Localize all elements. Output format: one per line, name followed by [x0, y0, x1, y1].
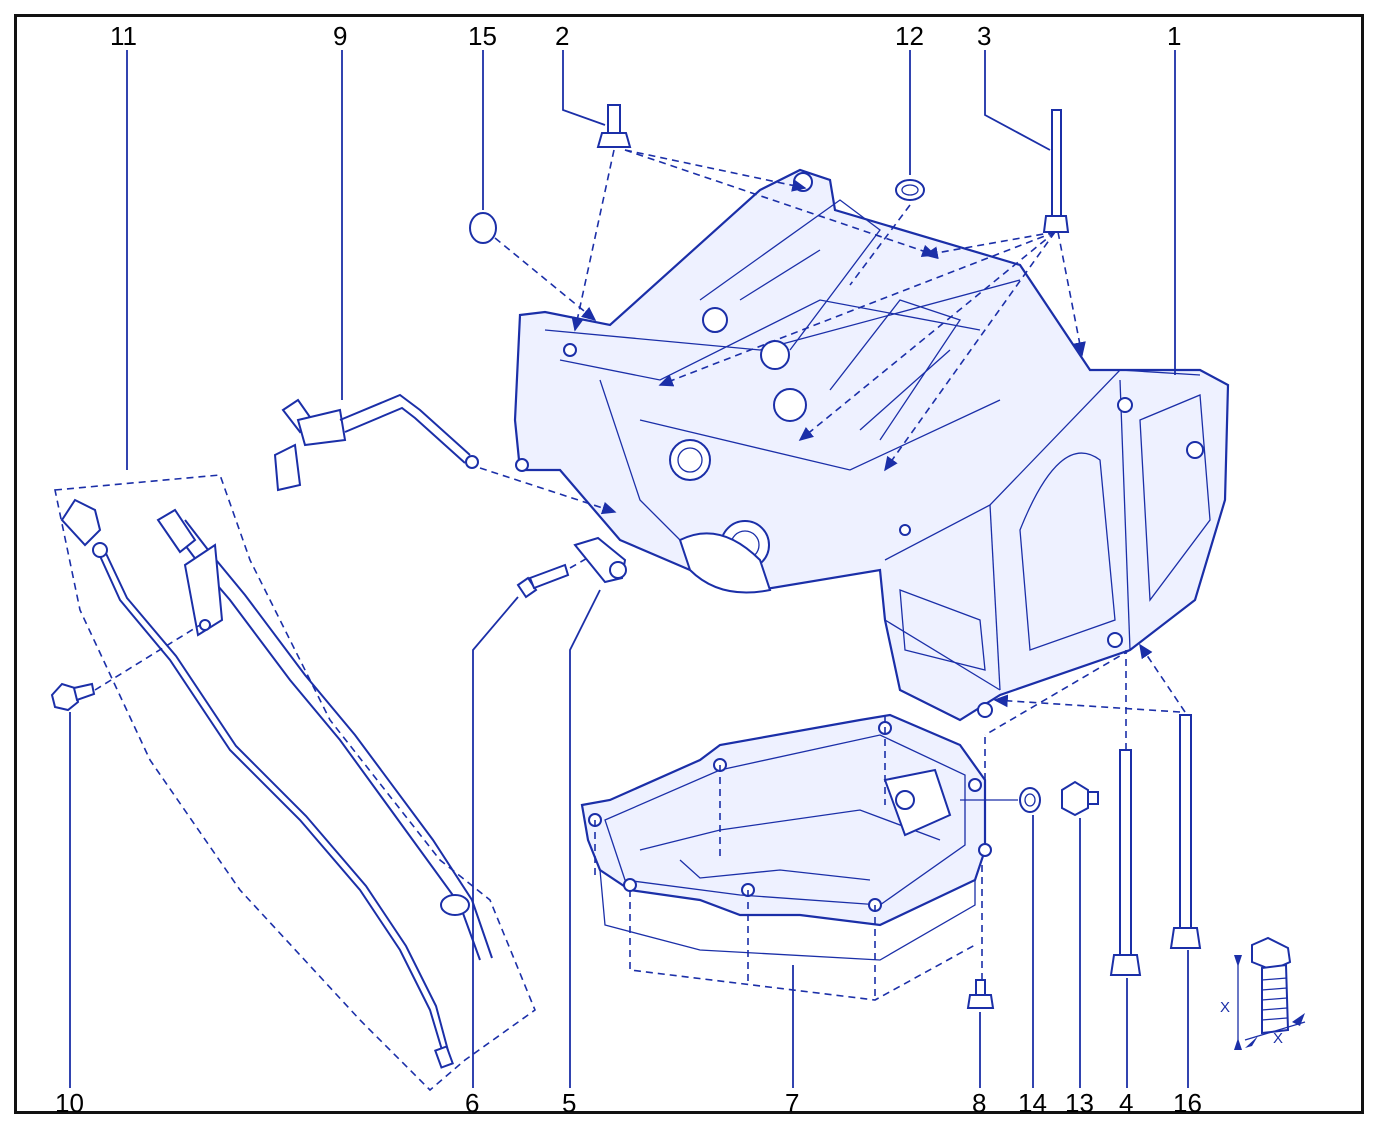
callout-16: 16 — [1173, 1088, 1202, 1118]
callout-3: 3 — [977, 21, 991, 51]
callout-12: 12 — [895, 21, 924, 51]
long-bolt-16 — [984, 643, 1202, 949]
bolt-10 — [50, 624, 201, 712]
dipstick-guide-tube — [54, 474, 536, 1092]
callout-15: 15 — [468, 21, 497, 51]
callout-7: 7 — [785, 1088, 799, 1118]
oil-pan-lower — [580, 713, 992, 961]
sensor-with-lead — [273, 393, 617, 515]
callout-6: 6 — [465, 1088, 479, 1118]
plug-15 — [469, 212, 597, 322]
seal-ring-12 — [849, 179, 925, 286]
callout-5: 5 — [562, 1088, 576, 1118]
callout-8: 8 — [972, 1088, 986, 1118]
callout-13: 13 — [1065, 1088, 1094, 1118]
long-bolt-4 — [1109, 650, 1142, 976]
sensor-5 — [573, 536, 627, 584]
dimension-x-vertical: X — [1220, 999, 1230, 1016]
drain-plug-13 — [1061, 780, 1099, 817]
callout-11: 11 — [110, 21, 137, 51]
callout-1: 1 — [1167, 21, 1181, 51]
dipstick-rod — [60, 498, 454, 1069]
callout-2: 2 — [555, 21, 569, 51]
callout-14: 14 — [1018, 1088, 1047, 1118]
bolt-8 — [966, 860, 995, 1009]
long-bolt-3 — [658, 109, 1086, 472]
oil-pan-upper-housing — [513, 168, 1230, 722]
callout-10: 10 — [55, 1088, 84, 1118]
thread-length-detail: X X — [1220, 936, 1306, 1050]
callout-4: 4 — [1119, 1088, 1133, 1118]
dimension-x-horizontal: X — [1273, 1030, 1283, 1047]
callout-9: 9 — [333, 21, 347, 51]
bolt-2 — [571, 104, 937, 332]
washer-14 — [1019, 787, 1041, 813]
